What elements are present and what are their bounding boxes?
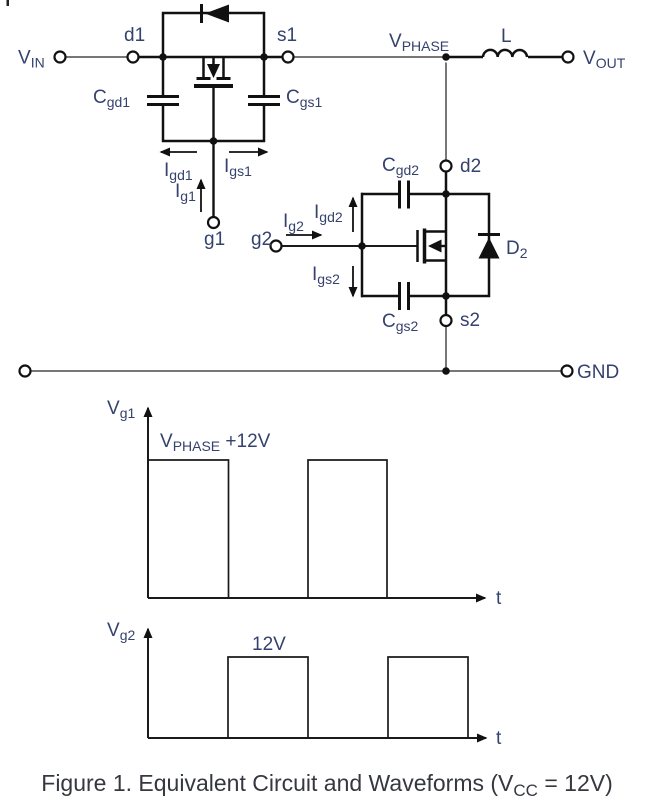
d1-label: d1 xyxy=(124,25,145,46)
s2-terminal xyxy=(439,313,453,328)
diode-d2-triangle xyxy=(478,237,500,259)
page-artifact xyxy=(6,0,9,6)
node-gnd xyxy=(442,367,450,375)
vg2-level-label: 12V xyxy=(252,634,286,655)
g2-terminal xyxy=(269,239,283,253)
d1-terminal xyxy=(126,50,140,64)
vg1-axis-label: Vg1 xyxy=(107,398,135,421)
circuit-labels: VIN d1 s1 VPHASE L VOUT Cgd1 Cgs1 Igd1 I… xyxy=(18,25,626,383)
igd1-label: Igd1 xyxy=(164,160,193,183)
cgs1-label: Cgs1 xyxy=(286,87,323,110)
s1-terminal xyxy=(281,50,295,64)
high-side-mosfet-group xyxy=(138,4,283,217)
g1-terminal xyxy=(206,215,221,230)
inductor-coil xyxy=(481,48,529,58)
igs2-label: Igs2 xyxy=(312,264,340,287)
waveform-vg1: Vg1 VPHASE +12V t xyxy=(107,398,502,609)
node-gate2 xyxy=(358,242,366,250)
node-d1 xyxy=(159,53,167,61)
junction-dots xyxy=(159,53,450,375)
ig2-label: Ig2 xyxy=(283,211,304,234)
wires xyxy=(30,56,562,372)
vout-terminal xyxy=(561,50,575,64)
s1-label: s1 xyxy=(277,25,297,46)
vin-label: VIN xyxy=(18,48,45,71)
igs1-label: Igs1 xyxy=(224,156,252,179)
node-d2 xyxy=(442,190,450,198)
g2-label: g2 xyxy=(251,229,272,250)
node-gate1 xyxy=(209,137,218,145)
gnd-left-terminal xyxy=(18,364,32,378)
d2-terminal xyxy=(439,159,453,173)
igd2-label: Igd2 xyxy=(314,202,343,225)
body-diode-d1-branch xyxy=(161,11,266,57)
vg2-pulse-2 xyxy=(387,656,469,738)
gnd-right-terminal xyxy=(560,364,574,378)
d2-diode-label: D2 xyxy=(506,238,528,261)
vg1-level-label: VPHASE +12V xyxy=(160,431,271,454)
terminal-circles xyxy=(18,50,575,378)
vg1-pulse-1 xyxy=(148,459,230,598)
d2-label: d2 xyxy=(460,156,481,177)
g1-label: g1 xyxy=(204,229,225,250)
vout-label: VOUT xyxy=(583,48,626,71)
node-vphase xyxy=(442,53,450,61)
ig1-label: Ig1 xyxy=(175,181,196,204)
node-s1 xyxy=(260,53,268,61)
inductor-label: L xyxy=(501,26,512,47)
node-s2 xyxy=(442,292,450,300)
waveform-vg2: Vg2 12V t xyxy=(107,620,502,749)
output-filter-group xyxy=(446,48,563,59)
mosfet2-body-arrow xyxy=(428,239,442,253)
mosfet1-body-arrow xyxy=(207,64,220,78)
vg2-pulse-1 xyxy=(227,656,309,738)
cgd2-label: Cgd2 xyxy=(382,155,419,178)
circuit-diagram: VIN d1 s1 VPHASE L VOUT Cgd1 Cgs1 Igd1 I… xyxy=(18,4,626,383)
vin-terminal xyxy=(53,50,67,64)
vg1-pulse-2 xyxy=(307,459,388,598)
vg2-axis-label: Vg2 xyxy=(107,620,135,643)
figure-caption: Figure 1. Equivalent Circuit and Wavefor… xyxy=(41,770,612,800)
vg2-t-label: t xyxy=(496,728,502,749)
diode-d1-triangle xyxy=(205,4,229,23)
cgd1-label: Cgd1 xyxy=(93,87,130,110)
cgs2-label: Cgs2 xyxy=(382,311,419,334)
gnd-label: GND xyxy=(577,362,619,383)
vphase-label: VPHASE xyxy=(389,31,449,54)
s2-label: s2 xyxy=(460,310,480,331)
vg1-t-label: t xyxy=(496,588,502,609)
diode-d2-branch xyxy=(446,192,491,298)
low-side-mosfet-group xyxy=(282,171,500,315)
